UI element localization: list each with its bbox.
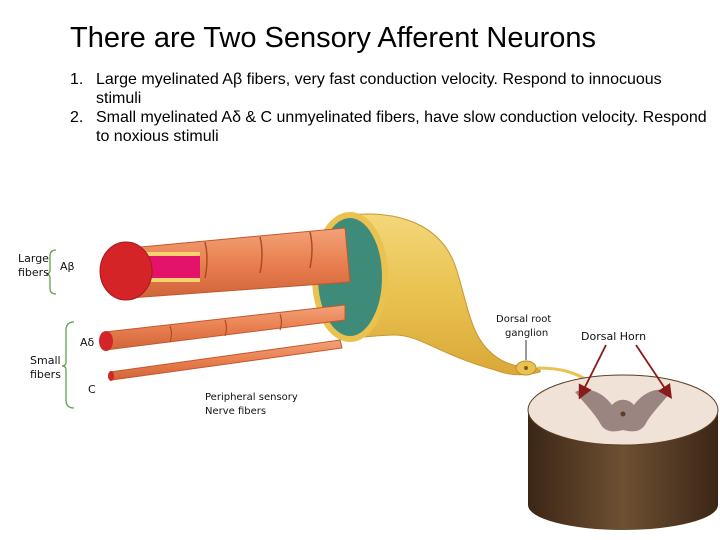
point-text: Small myelinated Aδ & C unmyelinated fib… xyxy=(96,109,707,145)
small-fibers-label: fibers xyxy=(30,368,61,381)
grey-matter xyxy=(575,389,671,432)
a-delta-fiber xyxy=(99,304,346,351)
a-beta-label: Aβ xyxy=(60,260,75,273)
slide-title: There are Two Sensory Afferent Neurons xyxy=(70,22,597,54)
a-beta-fiber xyxy=(99,227,351,301)
point-number: 1. xyxy=(70,71,84,88)
drg-label: ganglion xyxy=(505,328,548,339)
point-2: 2. Small myelinated Aδ & C unmyelinated … xyxy=(70,108,710,146)
point-number: 2. xyxy=(70,109,84,126)
large-fibers-label: Large xyxy=(18,252,49,265)
point-1: 1. Large myelinated Aβ fibers, very fast… xyxy=(70,70,710,108)
c-fiber xyxy=(108,339,343,381)
peripheral-nerve-label: Peripheral sensory xyxy=(205,392,298,403)
drg-label: Dorsal root xyxy=(496,314,551,325)
point-text: Large myelinated Aβ fibers, very fast co… xyxy=(96,71,662,107)
small-fibers-bracket xyxy=(61,321,75,409)
c-fiber-label: C xyxy=(88,383,96,396)
peripheral-nerve-label: Nerve fibers xyxy=(205,406,266,417)
large-fibers-bracket xyxy=(45,249,57,295)
a-beta-axon xyxy=(99,241,153,301)
key-points: 1. Large myelinated Aβ fibers, very fast… xyxy=(70,70,710,146)
dorsal-horn-label: Dorsal Horn xyxy=(581,330,646,343)
small-fibers-label: Small xyxy=(30,354,61,367)
dorsal-horn-arrow-left xyxy=(578,344,607,400)
spinal-cord xyxy=(527,374,719,530)
large-fibers-label: fibers xyxy=(18,266,49,279)
dorsal-horn-arrow-right xyxy=(635,344,672,399)
a-delta-label: Aδ xyxy=(80,336,95,349)
